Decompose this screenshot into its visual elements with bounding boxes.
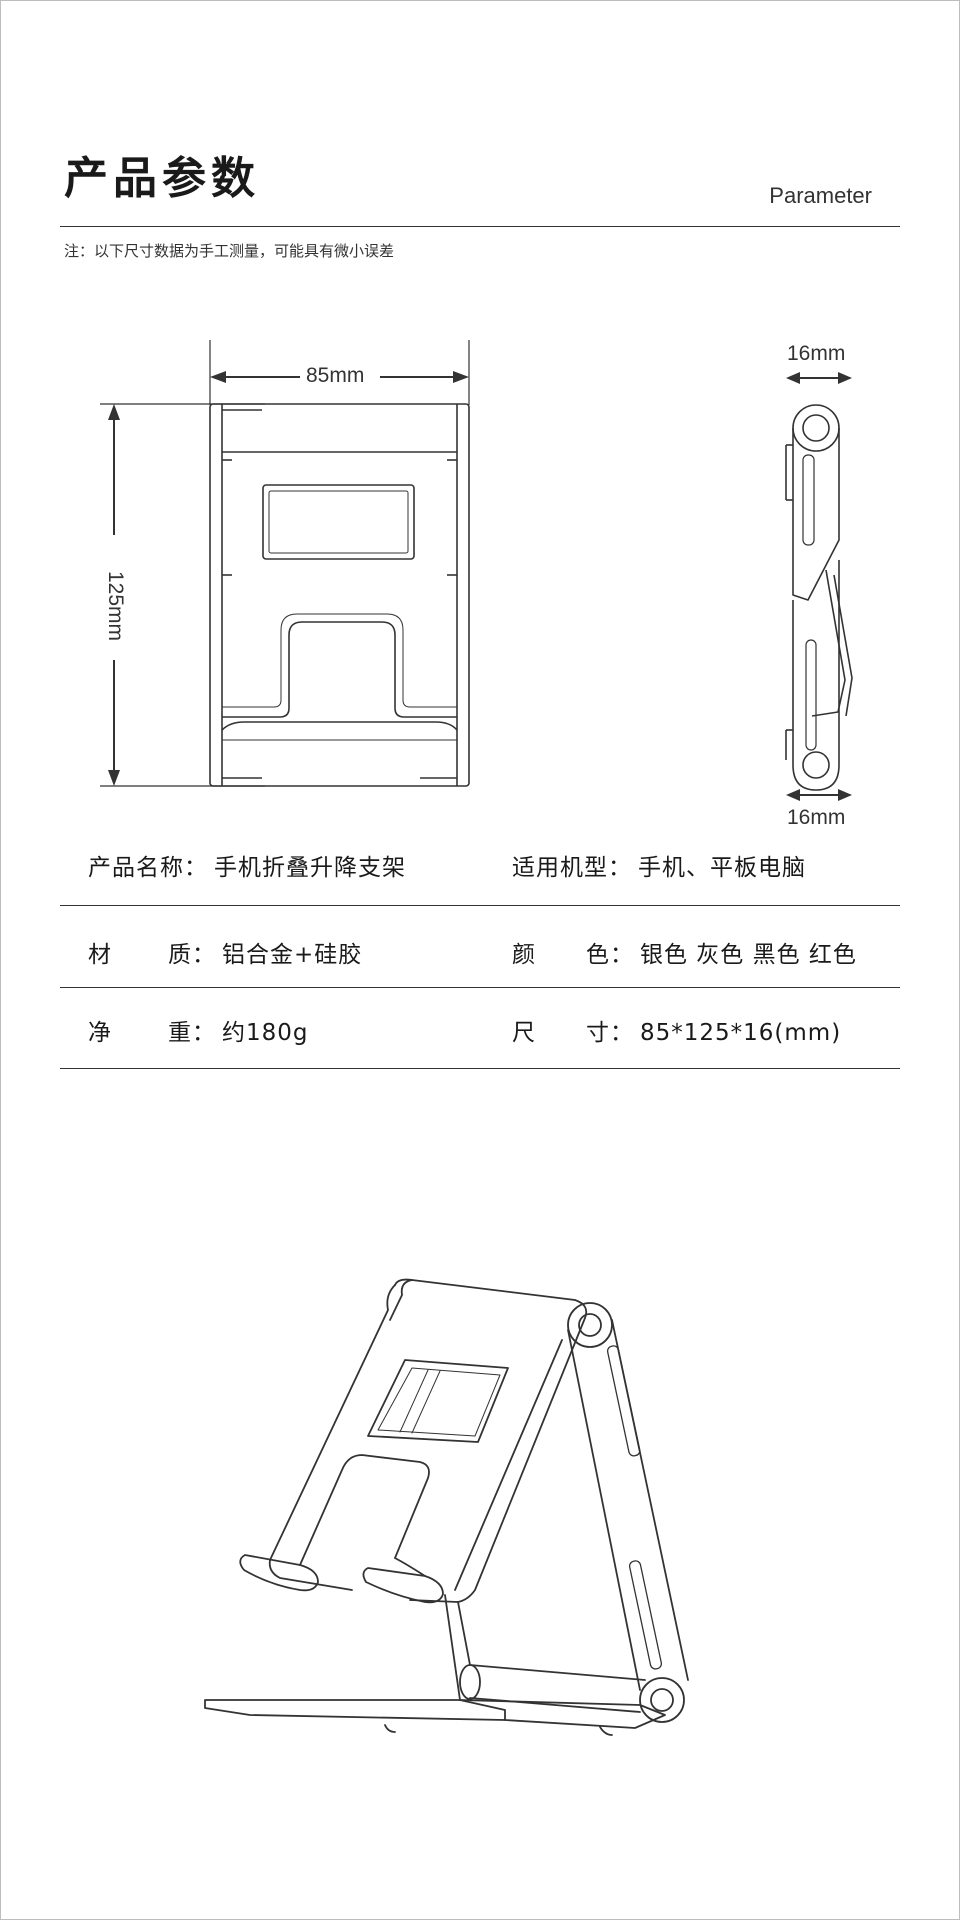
spec-models-label: 适用机型	[512, 855, 608, 881]
spec-weight: 净 重：约180g	[88, 1013, 309, 1047]
spec-color-label-a: 颜	[512, 942, 536, 968]
height-dimension-label: 125mm	[103, 565, 127, 648]
spec-name-label: 产品名称	[88, 855, 184, 881]
spec-models-value: 手机、平板电脑	[638, 855, 806, 881]
header-divider	[60, 226, 900, 227]
spec-material-value: 铝合金+硅胶	[222, 942, 363, 968]
spec-divider-1	[60, 905, 900, 906]
spec-size-label-b: 寸	[586, 1020, 610, 1046]
side-thickness-top-label: 16mm	[787, 342, 846, 365]
spec-material: 材 质：铝合金+硅胶	[88, 935, 362, 969]
spec-weight-label-a: 净	[88, 1020, 112, 1046]
spec-color-value: 银色 灰色 黑色 红色	[640, 942, 857, 968]
side-thickness-bottom-label: 16mm	[787, 806, 846, 829]
spec-weight-sep: ：	[192, 1020, 216, 1046]
spec-weight-value: 约180g	[222, 1020, 309, 1046]
spec-size-sep: ：	[610, 1020, 634, 1046]
spec-name-sep: ：	[184, 855, 208, 881]
spec-color-label-b: 色	[586, 942, 610, 968]
measurement-note: 注：以下尺寸数据为手工测量，可能具有微小误差	[64, 242, 395, 260]
spec-size-label-a: 尺	[512, 1020, 536, 1046]
spec-weight-label-b: 重	[168, 1020, 192, 1046]
spec-product-name: 产品名称：手机折叠升降支架	[88, 848, 406, 882]
spec-divider-3	[60, 1068, 900, 1069]
spec-compatible-models: 适用机型：手机、平板电脑	[512, 848, 806, 882]
spec-size-value: 85*125*16(mm)	[640, 1020, 842, 1046]
spec-material-sep: ：	[192, 942, 216, 968]
page-subtitle: Parameter	[769, 183, 872, 208]
width-dimension-label: 85mm	[300, 364, 371, 388]
page-title: 产品参数	[64, 153, 260, 204]
spec-color: 颜 色：银色 灰色 黑色 红色	[512, 935, 857, 969]
spec-color-sep: ：	[610, 942, 634, 968]
spec-models-sep: ：	[608, 855, 632, 881]
spec-divider-2	[60, 987, 900, 988]
spec-name-value: 手机折叠升降支架	[214, 855, 406, 881]
spec-material-label-a: 材	[88, 942, 112, 968]
spec-material-label-b: 质	[168, 942, 192, 968]
spec-size: 尺 寸：85*125*16(mm)	[512, 1013, 841, 1047]
